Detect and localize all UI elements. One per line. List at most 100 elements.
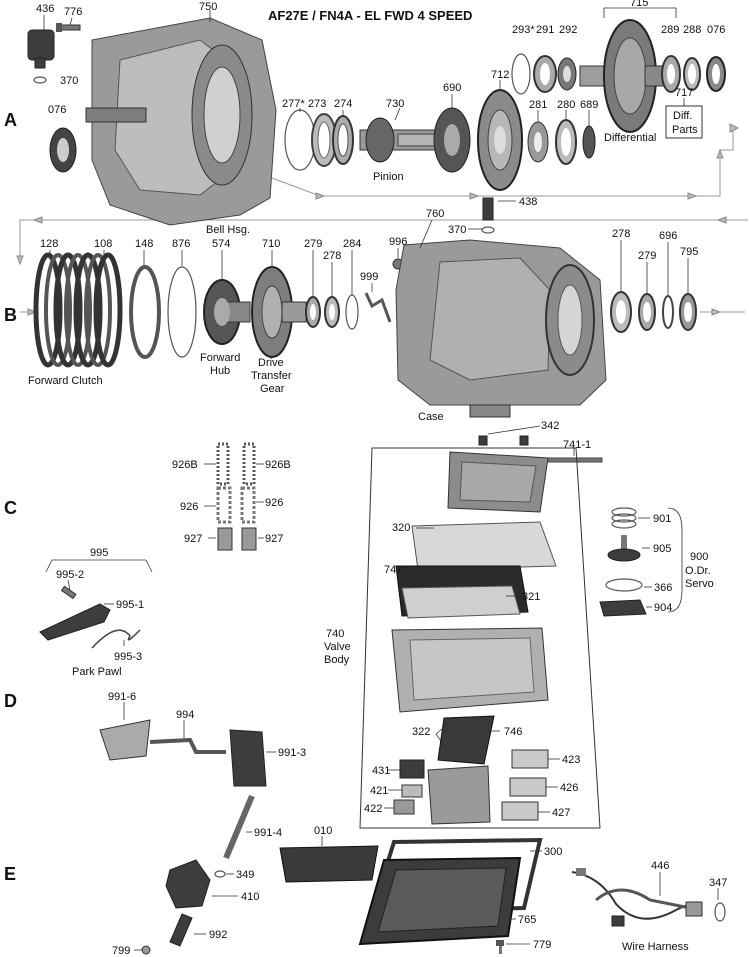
label-422: 422	[364, 803, 382, 815]
label-926-left: 926	[180, 501, 198, 513]
label-300: 300	[544, 846, 562, 858]
part-740-valve-body	[391, 627, 549, 713]
label-927-right: 927	[265, 533, 283, 545]
label-273: 273	[308, 98, 326, 110]
label-288: 288	[683, 24, 701, 36]
label-436: 436	[36, 3, 54, 15]
part-905-piston	[607, 535, 641, 562]
caption-diff-parts-1: Diff.	[673, 110, 692, 122]
label-291: 291	[536, 24, 554, 36]
part-991-6-bracket	[99, 719, 151, 761]
label-776: 776	[64, 6, 82, 18]
part-277-ring	[284, 109, 316, 171]
part-valve-body-upper	[447, 451, 549, 513]
solenoid-427	[501, 801, 539, 821]
row-letter-a: A	[4, 110, 17, 130]
assembly-flow-lines	[16, 123, 748, 316]
label-991-6: 991-6	[108, 691, 136, 703]
solenoid-421	[401, 784, 423, 798]
caption-forward-hub-1: Forward	[200, 352, 240, 364]
label-366: 366	[654, 582, 672, 594]
label-289: 289	[661, 24, 679, 36]
label-274: 274	[334, 98, 352, 110]
label-717: 717	[675, 87, 693, 99]
label-760: 760	[426, 208, 444, 220]
label-280: 280	[557, 99, 575, 111]
solenoid-426	[509, 777, 547, 797]
part-779-bolt	[496, 940, 504, 954]
label-322: 322	[412, 726, 430, 738]
caption-forward-hub-2: Hub	[210, 365, 230, 377]
part-438-fitting	[482, 197, 494, 221]
label-927-left: 927	[184, 533, 202, 545]
row-letter-d: D	[4, 691, 17, 711]
caption-case: Case	[418, 411, 444, 423]
label-730: 730	[386, 98, 404, 110]
part-689-shim	[582, 125, 596, 159]
row-c-spring-leaders	[204, 463, 264, 539]
label-710: 710	[262, 238, 280, 250]
label-076-left: 076	[48, 104, 66, 116]
part-347-oring	[714, 902, 726, 922]
part-795-bearing	[679, 293, 697, 331]
label-292: 292	[559, 24, 577, 36]
label-438: 438	[519, 196, 537, 208]
label-994: 994	[176, 709, 194, 721]
part-076-seal-right	[706, 56, 726, 92]
label-904: 904	[654, 602, 672, 614]
label-370: 370	[60, 75, 78, 87]
label-446: 446	[651, 860, 669, 872]
label-427: 427	[552, 807, 570, 819]
part-370-oring-2	[481, 226, 495, 234]
caption-drive-transfer-1: Drive	[258, 357, 284, 369]
valve-body-frame	[359, 447, 601, 829]
part-999-spring	[364, 292, 392, 323]
part-715-differential	[579, 19, 666, 133]
part-281-bearing	[527, 121, 549, 163]
label-991-4: 991-4	[254, 827, 282, 839]
label-926b-left: 926B	[172, 459, 198, 471]
part-991-4-shaft	[223, 794, 255, 860]
diff-parts-box	[665, 105, 703, 139]
part-322-746-gaskets	[437, 715, 495, 765]
bell-housing-part	[85, 17, 277, 226]
label-995-2: 995-2	[56, 569, 84, 581]
label-689: 689	[580, 99, 598, 111]
label-076-right: 076	[707, 24, 725, 36]
label-795: 795	[680, 246, 698, 258]
part-904-cover	[599, 599, 647, 617]
part-321-plate	[401, 585, 521, 619]
label-349: 349	[236, 869, 254, 881]
park-pawl-leaders	[45, 559, 153, 646]
caption-diff-parts-2: Parts	[672, 124, 698, 136]
part-370-oring	[33, 76, 47, 84]
part-291-bearing	[533, 55, 557, 93]
part-010-filter	[279, 845, 379, 883]
part-278-race-right	[610, 291, 632, 333]
label-876: 876	[172, 238, 190, 250]
label-277: 277*	[282, 98, 305, 110]
part-284-snap-ring	[345, 294, 359, 330]
part-280-race	[555, 119, 577, 165]
servo-leaders	[638, 507, 683, 613]
caption-wire-harness: Wire Harness	[622, 941, 689, 953]
part-992-lever	[169, 913, 193, 947]
caption-servo-2: Servo	[685, 578, 714, 590]
solenoid-422	[393, 799, 415, 815]
solenoid-423	[511, 749, 549, 769]
part-926-springs	[216, 486, 256, 524]
caption-drive-transfer-3: Gear	[260, 383, 285, 395]
label-995-3: 995-3	[114, 651, 142, 663]
label-281: 281	[529, 99, 547, 111]
label-750: 750	[199, 1, 217, 13]
label-321: 321	[522, 591, 540, 603]
row-letter-b: B	[4, 305, 17, 325]
label-741-1: 741-1	[563, 439, 591, 451]
label-690: 690	[443, 82, 461, 94]
part-128-108-forward-clutch-plates	[33, 252, 123, 368]
label-010: 010	[314, 825, 332, 837]
label-421: 421	[370, 785, 388, 797]
part-696-shim	[662, 295, 674, 329]
label-926b-right: 926B	[265, 459, 291, 471]
